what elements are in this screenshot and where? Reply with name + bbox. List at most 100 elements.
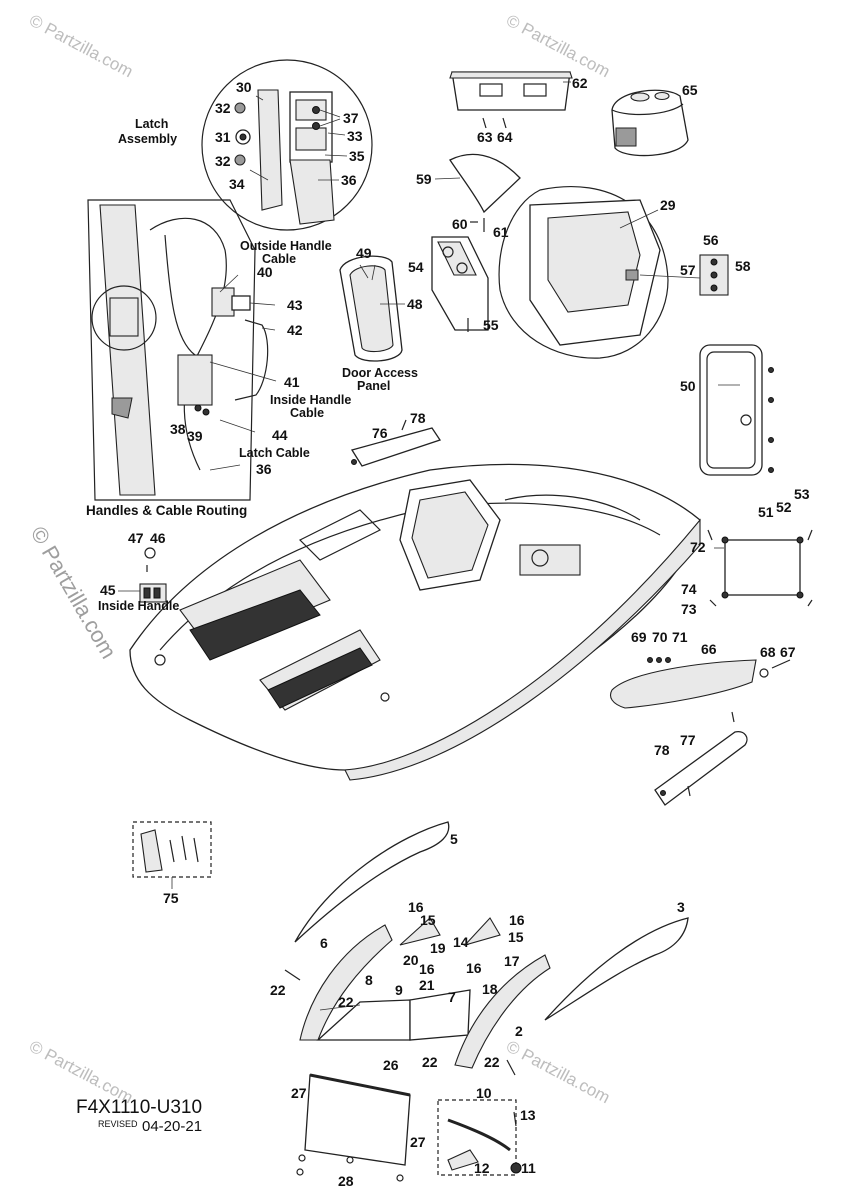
callout-33: 33 xyxy=(347,128,363,144)
callout-19: 19 xyxy=(430,940,446,956)
callout-22-b: 22 xyxy=(338,994,354,1010)
panel-77 xyxy=(654,711,748,806)
callout-78-top: 78 xyxy=(410,410,426,426)
windshield-frame xyxy=(504,494,641,521)
callout-35: 35 xyxy=(349,148,365,164)
mat-72 xyxy=(707,529,813,607)
dash-detail-29 xyxy=(498,186,669,359)
callout-60: 60 xyxy=(452,216,468,232)
callout-70: 70 xyxy=(652,629,668,645)
callout-57: 57 xyxy=(680,262,696,278)
callout-36-top: 36 xyxy=(341,172,357,188)
door-access-panel xyxy=(339,255,405,362)
caption-panel: Panel xyxy=(357,379,390,393)
callout-22-d: 22 xyxy=(484,1054,500,1070)
caption-inside-handle-cable-1: Inside Handle xyxy=(270,393,351,407)
glass-3 xyxy=(544,917,689,1021)
caption-inside-handle-cable-2: Cable xyxy=(290,406,324,420)
callout-72: 72 xyxy=(690,539,706,555)
callout-49: 49 xyxy=(356,245,372,261)
callout-37: 37 xyxy=(343,110,359,126)
callout-5: 5 xyxy=(450,831,458,847)
callout-9: 9 xyxy=(395,982,403,998)
callout-30: 30 xyxy=(236,79,252,95)
callout-65: 65 xyxy=(682,82,698,98)
callout-2: 2 xyxy=(515,1023,523,1039)
callout-7: 7 xyxy=(448,989,456,1005)
storage-box-54 xyxy=(431,236,489,332)
callout-51: 51 xyxy=(758,504,774,520)
glass-5-6 xyxy=(294,821,450,943)
latch-zoom-circle xyxy=(91,285,157,351)
callout-18: 18 xyxy=(482,981,498,997)
kit-10-13 xyxy=(437,1099,522,1176)
callout-74: 74 xyxy=(681,581,697,597)
callout-44: 44 xyxy=(272,427,288,443)
screw-64 xyxy=(502,117,507,129)
callout-73: 73 xyxy=(681,601,697,617)
caption-latch: Latch xyxy=(135,117,168,131)
screw-63 xyxy=(482,117,487,129)
callout-34: 34 xyxy=(229,176,245,192)
callout-50: 50 xyxy=(680,378,696,394)
callout-32-bottom: 32 xyxy=(215,153,231,169)
watermark-top-right: © Partzilla.com xyxy=(503,11,613,82)
callout-27-b: 27 xyxy=(410,1134,426,1150)
callout-43: 43 xyxy=(287,297,303,313)
panel-76 xyxy=(350,419,442,467)
bracket-17 xyxy=(463,917,501,947)
callout-55: 55 xyxy=(483,317,499,333)
callout-22-a: 22 xyxy=(270,982,286,998)
hinge-56 xyxy=(639,254,729,296)
callout-11: 11 xyxy=(521,1160,536,1176)
callout-64: 64 xyxy=(497,129,513,145)
callout-56: 56 xyxy=(703,232,719,248)
callout-29: 29 xyxy=(660,197,676,213)
callout-28: 28 xyxy=(338,1173,354,1189)
revised-date: 04-20-21 xyxy=(142,1118,202,1135)
callout-16-a: 16 xyxy=(408,899,424,915)
callout-47: 47 xyxy=(128,530,144,546)
center-panel-7 xyxy=(409,989,471,1041)
callout-75: 75 xyxy=(163,890,179,906)
handles-cable-routing-detail xyxy=(87,199,277,501)
watermark-top-left: © Partzilla.com xyxy=(26,11,136,82)
callout-41: 41 xyxy=(284,374,300,390)
inside-handle-45 xyxy=(118,547,167,603)
callout-39: 39 xyxy=(187,428,203,444)
side-frame-8 xyxy=(299,924,393,1041)
callout-31: 31 xyxy=(215,129,231,145)
callout-16-d: 16 xyxy=(466,960,482,976)
callout-26: 26 xyxy=(383,1057,399,1073)
callout-63: 63 xyxy=(477,129,493,145)
caption-door-access: Door Access xyxy=(342,366,418,380)
callout-32-top: 32 xyxy=(215,100,231,116)
callout-16-c: 16 xyxy=(419,961,435,977)
inside-handle-unit xyxy=(177,354,213,406)
lid-59 xyxy=(434,153,521,232)
callout-66: 66 xyxy=(701,641,717,657)
kit-10-box xyxy=(437,1099,517,1176)
kit-75 xyxy=(132,821,212,889)
screw-78-bottom xyxy=(687,785,691,797)
diagram-code: F4X1110-U310 xyxy=(76,1097,202,1118)
callout-71: 71 xyxy=(672,629,688,645)
bracket-19 xyxy=(399,917,441,946)
callout-15-a: 15 xyxy=(420,912,436,928)
callout-20: 20 xyxy=(403,952,419,968)
screw-78-top xyxy=(401,419,407,431)
callout-10: 10 xyxy=(476,1085,492,1101)
callout-14: 14 xyxy=(453,934,469,950)
callout-58: 58 xyxy=(735,258,751,274)
windscreen-assembly xyxy=(284,821,689,1076)
storage-tray-62 xyxy=(449,71,573,129)
callout-38: 38 xyxy=(170,421,186,437)
caption-outside-cable: Cable xyxy=(262,252,296,266)
latch-assembly-detail xyxy=(201,59,373,231)
callout-76: 76 xyxy=(372,425,388,441)
portable-toilet-65 xyxy=(611,89,689,157)
callout-17: 17 xyxy=(504,953,520,969)
screw-32-top xyxy=(234,102,246,114)
outside-handle-42 xyxy=(234,319,269,401)
